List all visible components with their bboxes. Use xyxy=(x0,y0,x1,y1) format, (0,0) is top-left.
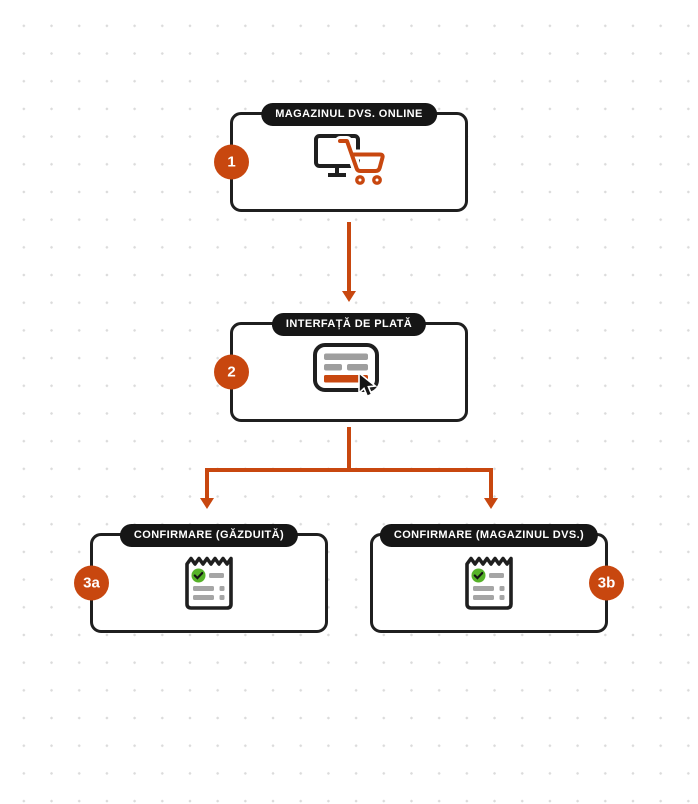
arrow-store-to-payment-line xyxy=(347,222,351,292)
receipt-check-icon xyxy=(462,553,516,613)
arrow-store-to-payment-head xyxy=(342,291,356,302)
receipt-check-icon xyxy=(182,553,236,613)
node-payment-interface: INTERFAȚĂ DE PLATĂ 2 xyxy=(214,313,468,422)
arrow-to-hosted-head xyxy=(200,498,214,509)
node-confirmation-hosted: CONFIRMARE (GĂZDUITĂ) 3a xyxy=(74,524,328,633)
step-number-1: 1 xyxy=(214,144,249,180)
node-confirmation-store: CONFIRMARE (MAGAZINUL DVS.) 3b xyxy=(370,524,624,633)
node-title-badge: CONFIRMARE (GĂZDUITĂ) xyxy=(119,524,299,547)
arrow-to-hosted-line xyxy=(205,468,209,499)
node-title-badge: CONFIRMARE (MAGAZINUL DVS.) xyxy=(379,524,599,547)
node-title-badge: MAGAZINUL DVS. ONLINE xyxy=(261,103,437,126)
step-number-2: 2 xyxy=(214,354,249,390)
node-online-store: MAGAZINUL DVS. ONLINE 1 xyxy=(214,103,468,212)
node-title-badge: INTERFAȚĂ DE PLATĂ xyxy=(271,313,427,336)
step-number-3b: 3b xyxy=(589,565,624,601)
arrow-to-store-head xyxy=(484,498,498,509)
monitor-cart-icon xyxy=(309,131,389,193)
step-number-3a: 3a xyxy=(74,565,109,601)
connector-crossbar xyxy=(205,468,493,472)
connector-stem xyxy=(347,427,351,472)
payment-form-cursor-icon xyxy=(312,342,386,402)
arrow-to-store-line xyxy=(489,468,493,499)
